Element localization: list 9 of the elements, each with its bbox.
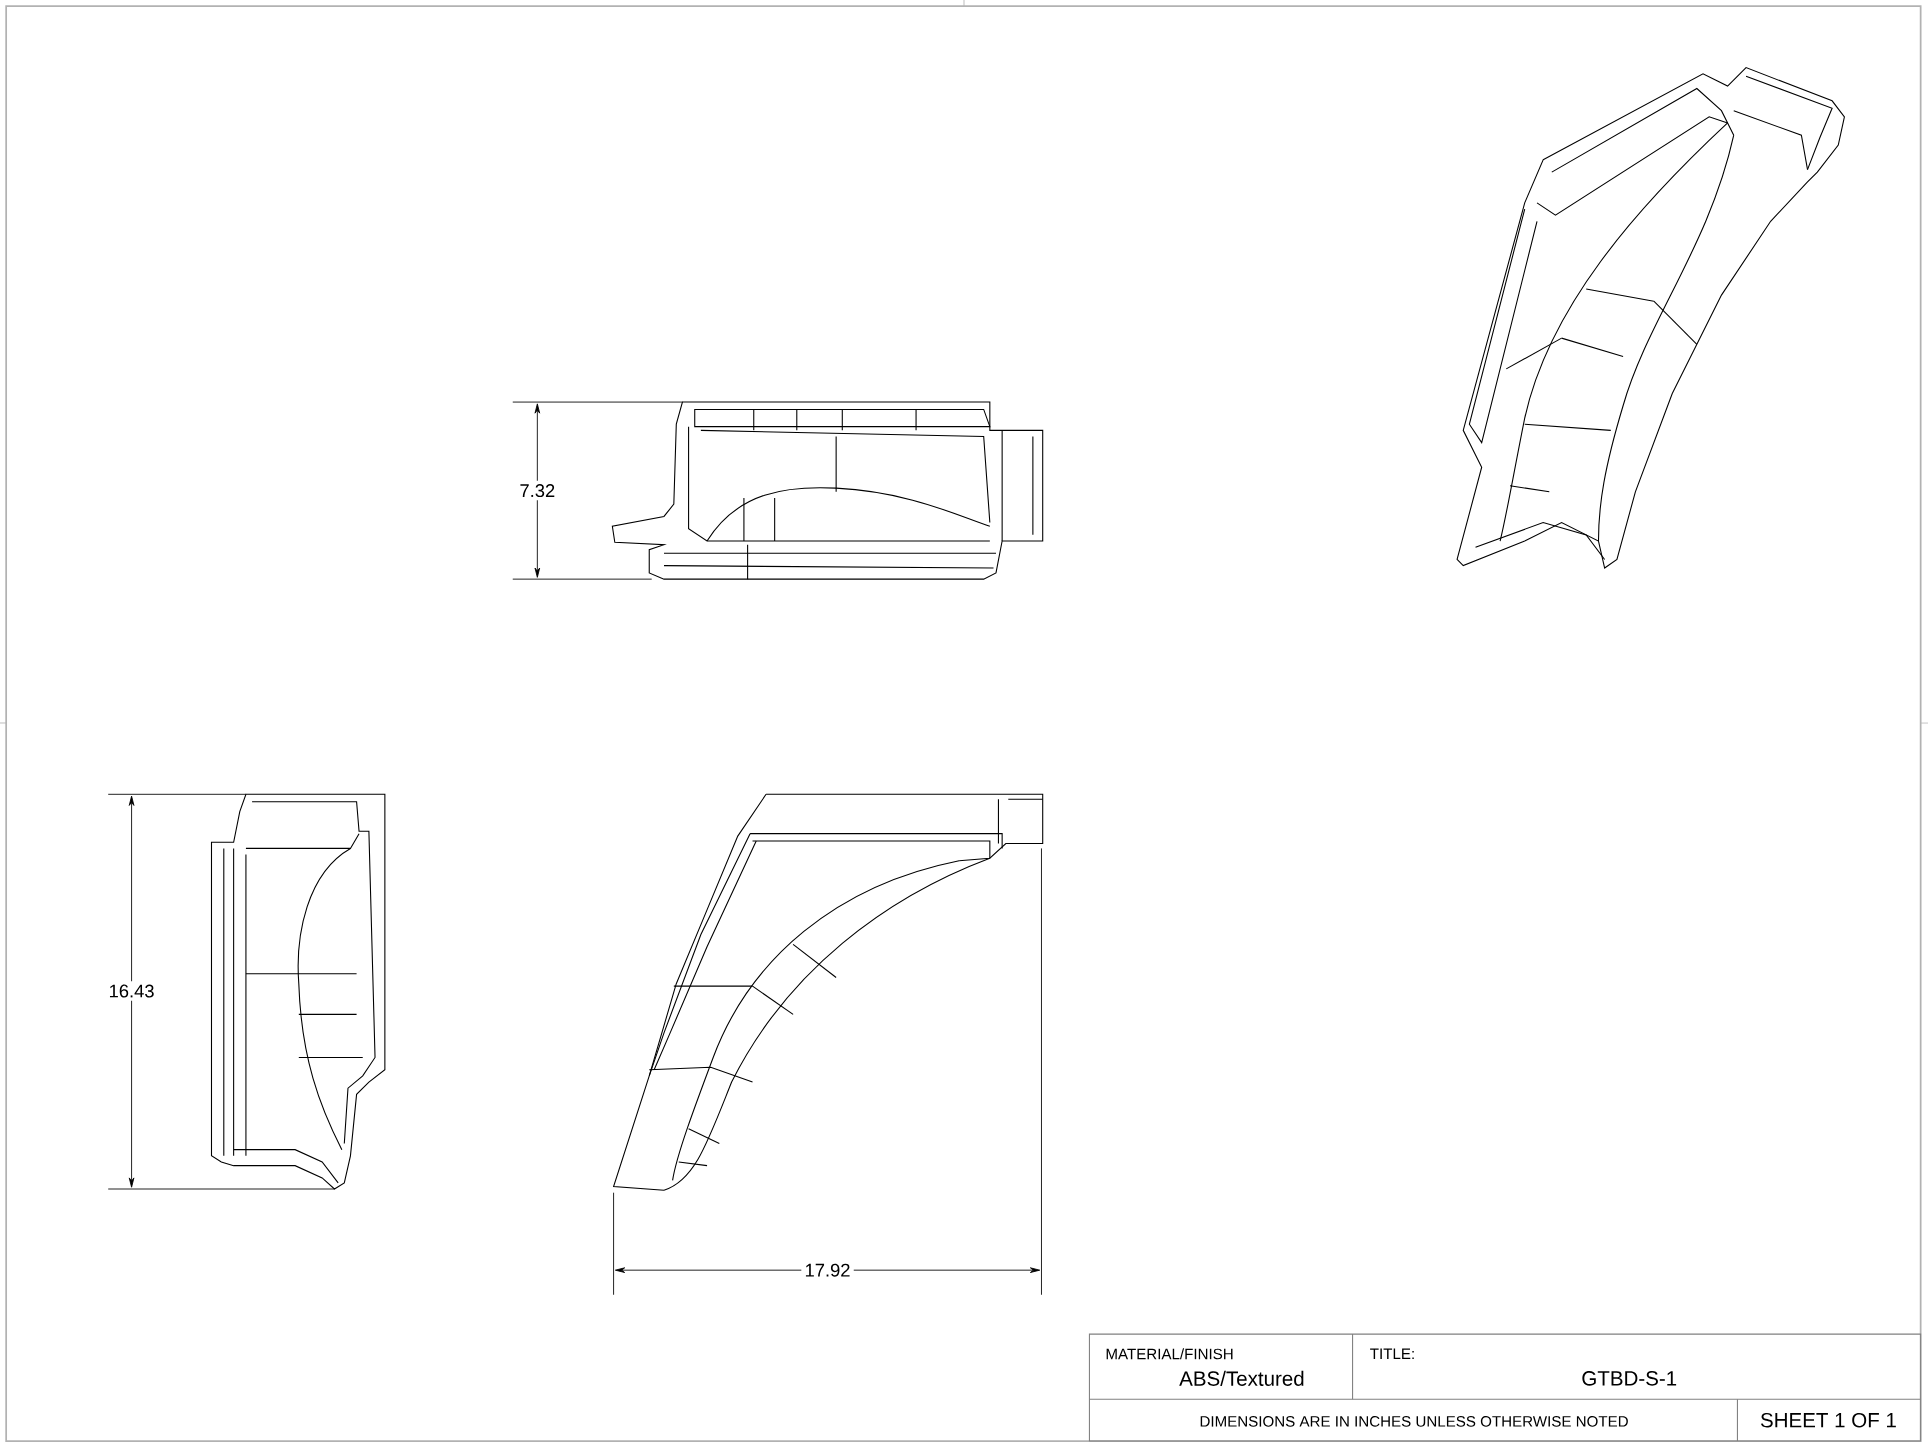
field-label: MATERIAL/FINISH [1106,1348,1233,1360]
dimension-value: 16.43 [105,981,158,1001]
field-label: TITLE: [1370,1348,1414,1359]
note-text: DIMENSIONS ARE IN INCHES UNLESS OTHERWISE NOTED [1200,1416,1628,1427]
sheet-number: SHEET 1 OF 1 [1760,1412,1896,1428]
dimension-value: 17.92 [801,1260,854,1280]
dimension-value: 7.32 [516,480,559,501]
drawing-title: GTBD-S-1 [1582,1371,1677,1386]
field-value: ABS/Textured [1179,1370,1304,1386]
